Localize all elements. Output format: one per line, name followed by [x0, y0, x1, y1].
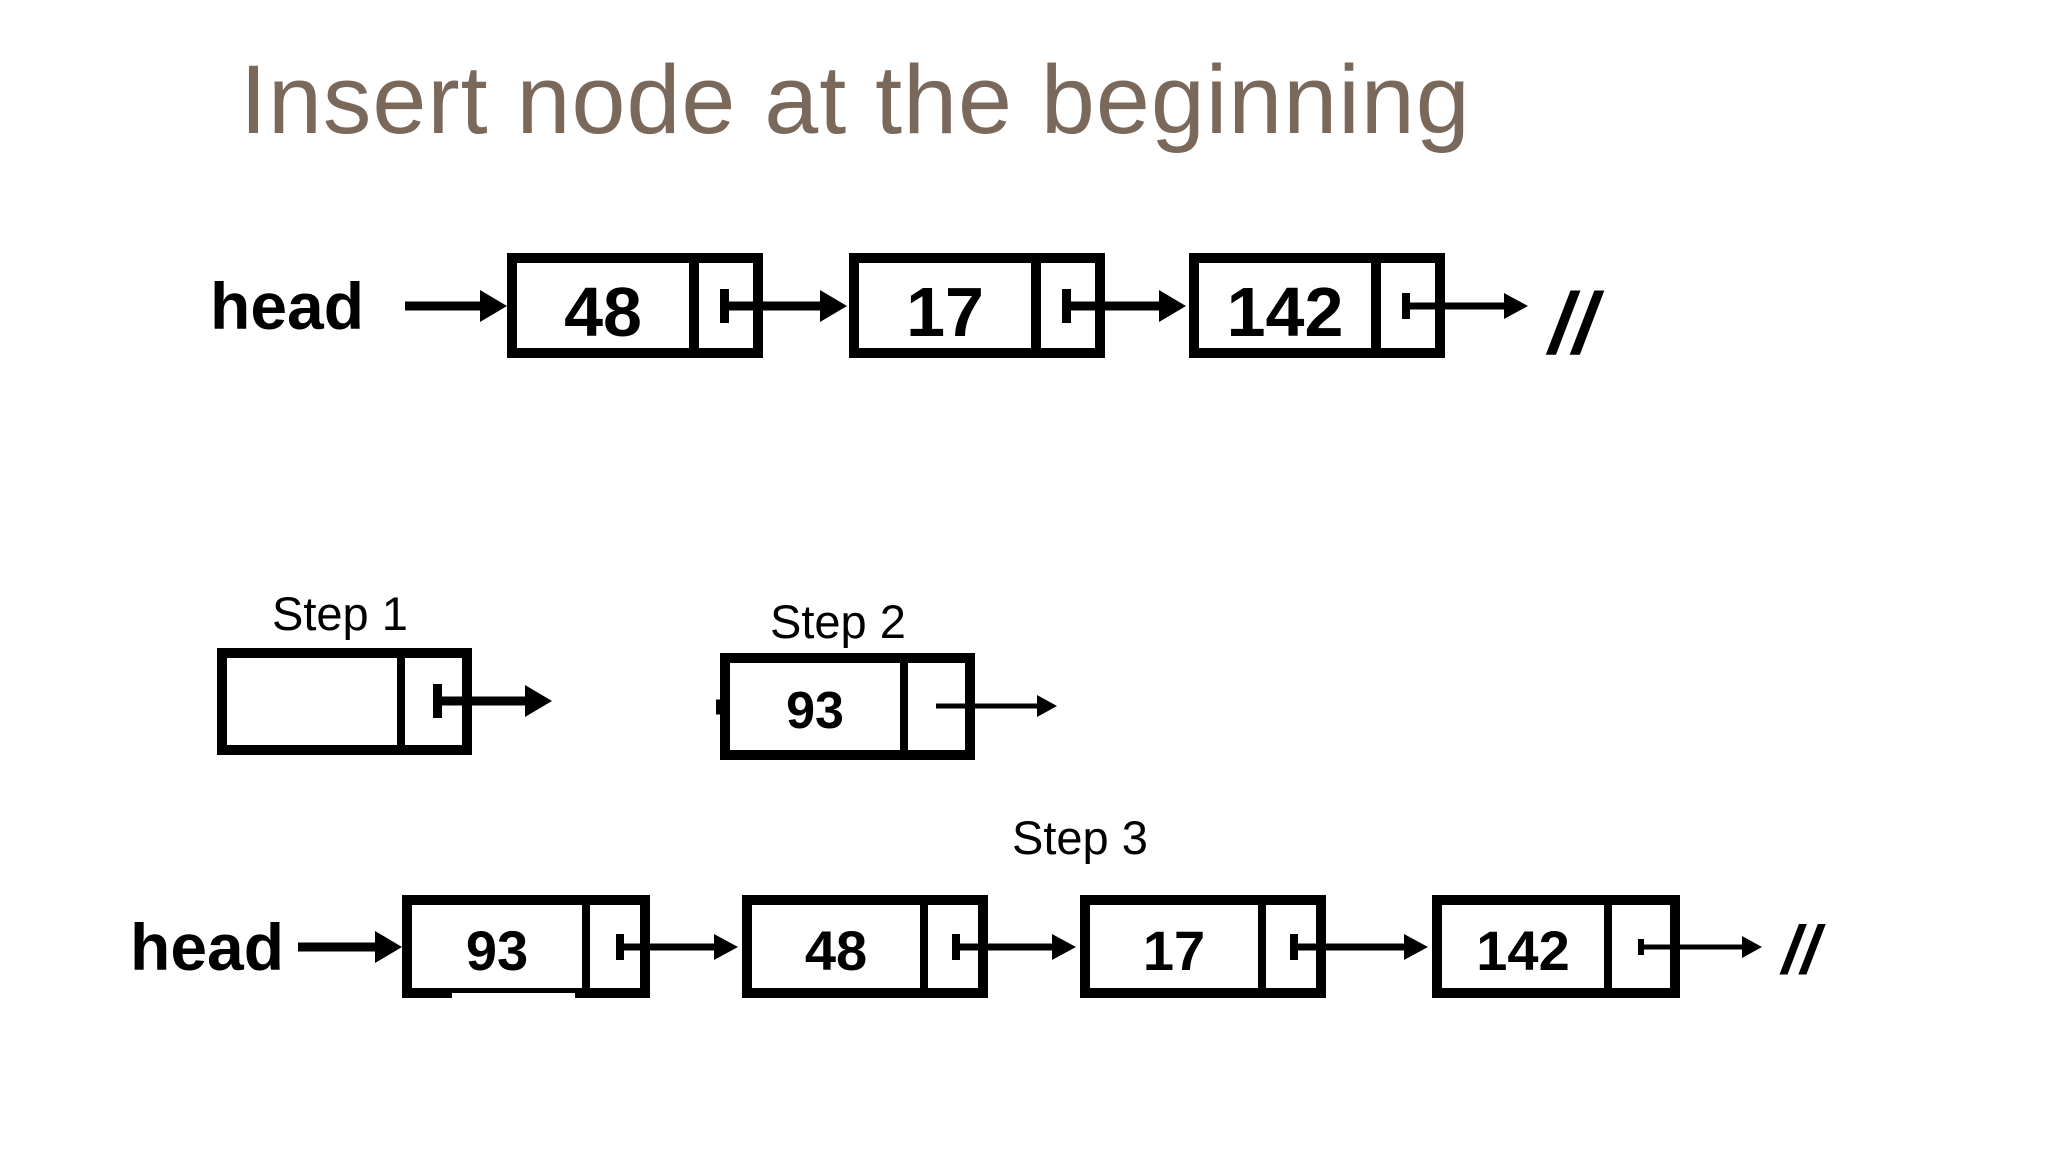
node-pointer-cell — [920, 905, 978, 988]
node-93-step2: 93 — [716, 653, 975, 760]
node-48-step3: 48 — [742, 895, 988, 998]
node-value: 93 — [786, 681, 844, 740]
step1-label: Step 1 — [272, 587, 408, 640]
arrowhead-icon — [525, 685, 552, 717]
left-nub-mark — [716, 699, 726, 714]
step3-label: Step 3 — [1012, 811, 1148, 864]
page-title: Insert node at the beginning — [240, 45, 1471, 154]
node-pointer-cell — [900, 663, 965, 750]
arrowhead-icon — [820, 290, 847, 322]
bottom-border-notch — [452, 988, 575, 998]
node-pointer-cell — [397, 658, 462, 745]
node-value: 48 — [564, 272, 642, 351]
null-marker-step3: // — [1782, 912, 1820, 988]
arrow-shaft — [952, 943, 1058, 951]
arrow-shaft — [1402, 302, 1510, 310]
arrowhead-icon — [1159, 290, 1186, 322]
arrow-shaft — [720, 301, 827, 311]
null-marker-top: // — [1549, 276, 1597, 372]
arrowhead-icon — [1504, 293, 1528, 319]
node-pointer-cell — [1371, 263, 1435, 348]
arrowhead-icon — [1742, 936, 1762, 958]
node-93-step3: 93 — [402, 895, 650, 998]
node-pointer-cell — [1258, 905, 1316, 988]
arrowhead-icon — [1037, 695, 1057, 717]
arrow-shaft — [1290, 943, 1410, 951]
arrow-shaft — [1638, 944, 1748, 950]
node-value: 17 — [1142, 919, 1206, 982]
node-value: 17 — [906, 272, 984, 351]
node-value: 142 — [1476, 919, 1570, 982]
arrow-shaft — [298, 942, 382, 952]
node-pointer-cell — [582, 905, 640, 988]
node-value: 93 — [465, 919, 529, 982]
head-label-top: head — [210, 269, 365, 343]
node-value: 48 — [804, 919, 868, 982]
node-value: 142 — [1226, 272, 1344, 351]
node-pointer-cell — [689, 263, 753, 348]
arrow-shaft — [616, 943, 720, 951]
arrowhead-icon — [714, 934, 738, 960]
arrow-shaft — [1062, 301, 1166, 311]
arrowhead-icon — [1052, 934, 1076, 960]
step2-label: Step 2 — [770, 595, 906, 648]
node-pointer-cell — [1031, 263, 1095, 348]
arrowhead-icon — [375, 931, 402, 963]
arrow-shaft — [405, 301, 487, 311]
arrow-shaft — [433, 696, 532, 706]
arrowhead-icon — [480, 290, 507, 322]
arrowhead-icon — [1404, 934, 1428, 960]
node-value — [227, 658, 397, 745]
head-label-step3: head — [130, 910, 285, 984]
node-pointer-cell — [1604, 905, 1670, 988]
arrow-shaft — [936, 703, 1043, 709]
